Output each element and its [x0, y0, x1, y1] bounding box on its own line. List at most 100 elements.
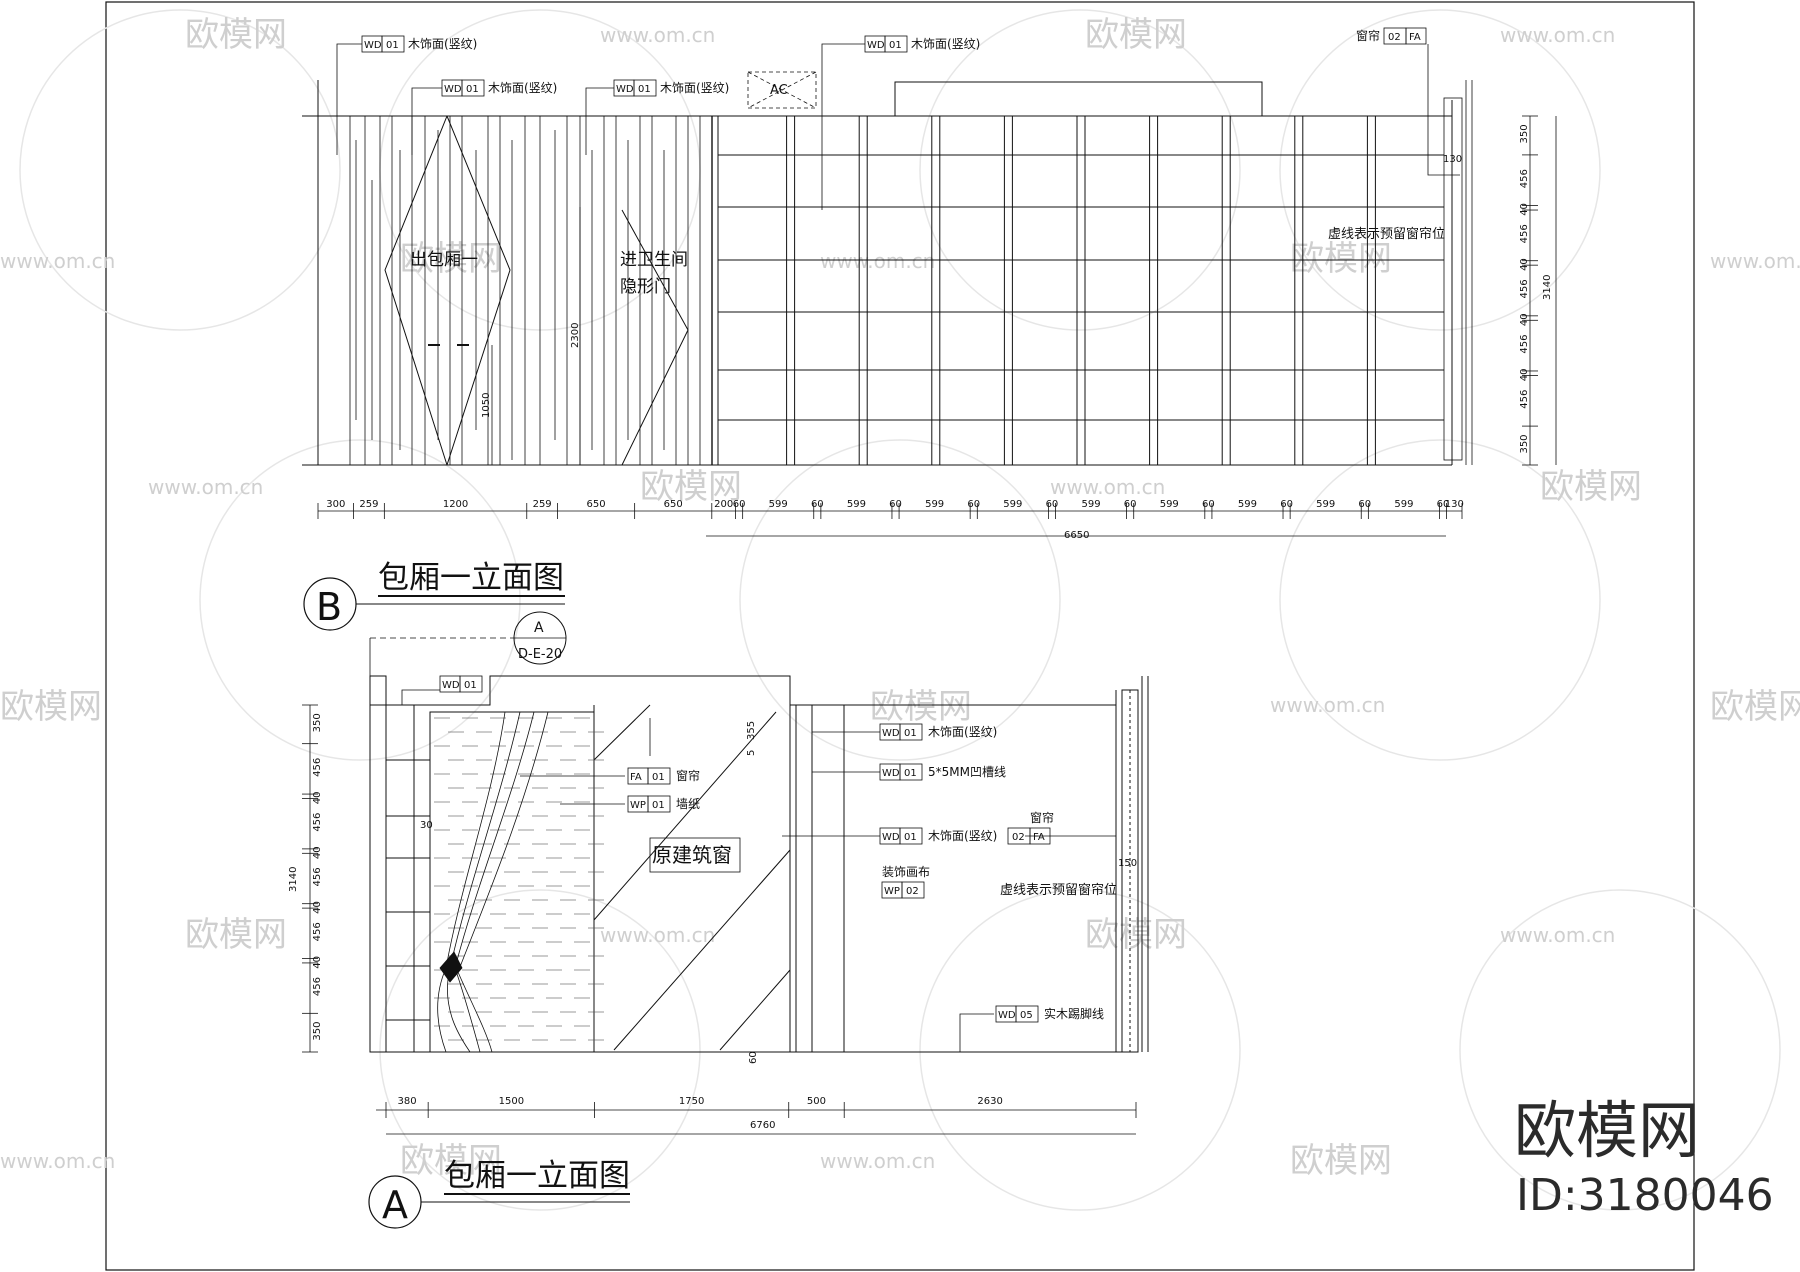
- callout-number: 02: [1388, 32, 1401, 43]
- callout-code: WD: [998, 1010, 1016, 1021]
- sheet-border: [105, 1, 1695, 1271]
- watermark-site: www.om.cn: [1710, 249, 1800, 273]
- dim-value: 599: [1160, 499, 1179, 510]
- dim-value: 599: [769, 499, 788, 510]
- dim-value: 1500: [499, 1096, 524, 1107]
- watermark-site: www.om.cn: [600, 23, 715, 47]
- callout-number: 01: [652, 800, 665, 811]
- dim-value: 40: [1519, 258, 1530, 271]
- callout-text: 木饰面(竖纹): [488, 81, 557, 95]
- watermark-brand: 欧模网: [1085, 915, 1187, 955]
- callout-code: WD: [882, 728, 900, 739]
- watermark-brand: 欧模网: [185, 15, 287, 55]
- watermark-brand: 欧模网: [400, 239, 502, 279]
- watermark-site: www.om.cn: [820, 1149, 935, 1173]
- dim-value: 60: [1280, 499, 1293, 510]
- callout-wd-c: WD 01 木饰面(竖纹): [613, 79, 729, 97]
- callout-text: 木饰面(竖纹): [928, 829, 997, 843]
- window-label-box: [649, 837, 741, 873]
- dim-value: 456: [1519, 169, 1530, 188]
- elevation-b-dim-lines: [318, 510, 1462, 537]
- dim-value: 40: [1519, 368, 1530, 381]
- dim-value: 380: [398, 1096, 417, 1107]
- callout-code: WD: [616, 84, 634, 95]
- callout-number: 01: [638, 84, 651, 95]
- watermark-site: www.om.cn: [1500, 923, 1615, 947]
- window-label: 原建筑窗: [652, 843, 732, 867]
- dim-value: 60: [1437, 499, 1450, 510]
- elevation-a-bottom-dims: 380 1500 1750 500 2630: [385, 1096, 1137, 1118]
- dim-value: 350: [1519, 434, 1530, 453]
- callout-number: 02: [906, 886, 919, 897]
- callout-text: 窗帘: [1030, 810, 1054, 825]
- callout-text: 木饰面(竖纹): [408, 37, 477, 51]
- dim-value: 60: [967, 499, 980, 510]
- elevation-a-title-block: A 包厢一立面图: [368, 1158, 630, 1229]
- dim-2300: 2300: [570, 323, 581, 348]
- dim-value: 456: [312, 813, 323, 832]
- dim-value: 599: [925, 499, 944, 510]
- dim-value: 650: [664, 499, 683, 510]
- dim-value: 599: [847, 499, 866, 510]
- callout-text: 木饰面(竖纹): [911, 37, 980, 51]
- dim-value: 200: [714, 499, 733, 510]
- dim-value: 456: [312, 977, 323, 996]
- watermark-site: www.om.cn: [820, 249, 935, 273]
- door-label-hidden: 隐形门: [620, 277, 671, 297]
- dim-value: 2630: [977, 1096, 1002, 1107]
- callout-code: WD: [444, 84, 462, 95]
- wallpaper-brick-pattern: [434, 717, 604, 1041]
- ac-unit-symbol: [747, 71, 817, 109]
- dim-right-total-b: 3140: [1542, 275, 1553, 300]
- dim-value: 599: [1082, 499, 1101, 510]
- dim-value: 456: [312, 922, 323, 941]
- callout-code: WD: [364, 40, 382, 51]
- dim-value: 1200: [443, 499, 468, 510]
- elevation-a-dim-lines: [309, 705, 1136, 1135]
- watermark-site: www.om.cn: [1500, 23, 1615, 47]
- dim-value: 456: [1519, 224, 1530, 243]
- dim-30: 30: [420, 820, 433, 831]
- callout-text: 木饰面(竖纹): [928, 725, 997, 739]
- dim-value: 60: [1358, 499, 1371, 510]
- dim-value: 40: [312, 846, 323, 859]
- watermark-rings: [19, 9, 1781, 1211]
- elevation-b-title: 包厢一立面图: [378, 560, 564, 596]
- callout-text: 装饰画布: [882, 865, 930, 879]
- callout-wd3: WD 01 木饰面(竖纹): [879, 827, 997, 845]
- dim-value: 599: [1003, 499, 1022, 510]
- callout-code: WD: [882, 832, 900, 843]
- dim-value: 500: [807, 1096, 826, 1107]
- dim-value: 599: [1394, 499, 1413, 510]
- elevation-b-grid: [718, 116, 1444, 465]
- callout-leaders-b: [336, 43, 1460, 210]
- dim-value: 40: [312, 901, 323, 914]
- callout-curtain-a: 窗帘 02 FA: [1007, 810, 1054, 845]
- brand-mark-name: 欧模网: [1514, 1094, 1700, 1167]
- dim-value: 40: [312, 956, 323, 969]
- dim-total-a: 6760: [750, 1120, 775, 1131]
- watermark-brand: 欧模网: [640, 467, 742, 507]
- section-tag-top: A: [534, 620, 544, 636]
- dim-value: 40: [1519, 313, 1530, 326]
- dim-value: 60: [811, 499, 824, 510]
- dim-value: 599: [1238, 499, 1257, 510]
- callout-text: 窗帘: [676, 768, 700, 783]
- watermark-brand: 欧模网: [400, 1141, 502, 1181]
- dim-value: 456: [312, 758, 323, 777]
- section-tag: A D-E-20: [369, 611, 567, 676]
- dim-left-total-a: 3140: [288, 867, 299, 892]
- dim-130: 130: [1443, 154, 1462, 165]
- callout-code: WD: [867, 40, 885, 51]
- callout-text: 实木踢脚线: [1044, 1006, 1104, 1021]
- dim-value: 1750: [679, 1096, 704, 1107]
- dim-value: 456: [1519, 335, 1530, 354]
- watermark-texts: 欧模网 www.om.cn 欧模网 www.om.cn www.om.cn 欧模…: [0, 15, 1800, 1181]
- callout-number: 01: [386, 40, 399, 51]
- callout-wp2: 装饰画布 WP 02: [881, 865, 930, 899]
- curtain-note-b: 虚线表示预留窗帘位: [1328, 226, 1445, 242]
- callout-code: WP: [630, 800, 646, 811]
